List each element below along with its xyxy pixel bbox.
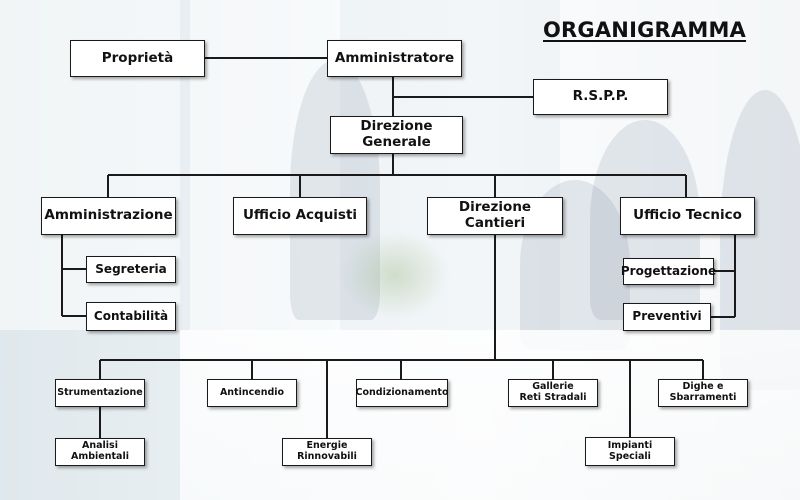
background-window-center xyxy=(190,0,340,330)
node-contabilita: Contabilità xyxy=(86,302,176,331)
node-direzione-cantieri: Direzione Cantieri xyxy=(427,197,563,235)
node-direzione-generale: Direzione Generale xyxy=(330,116,463,154)
node-ufficio-tecnico: Ufficio Tecnico xyxy=(620,197,755,235)
node-antincendio: Antincendio xyxy=(207,379,297,407)
node-segreteria: Segreteria xyxy=(86,256,176,283)
background-table xyxy=(180,330,800,500)
node-proprieta: Proprietà xyxy=(70,40,205,77)
background-presenter xyxy=(290,60,380,320)
node-energie-rinnovabili: Energie Rinnovabili xyxy=(282,438,372,466)
node-preventivi: Preventivi xyxy=(623,303,711,331)
node-analisi-ambientali: Analisi Ambientali xyxy=(55,438,145,466)
node-progettazione: Progettazione xyxy=(621,258,716,285)
node-amministratore: Amministratore xyxy=(327,40,462,77)
node-impianti-speciali: Impianti Speciali xyxy=(585,437,675,466)
node-ufficio-acquisti: Ufficio Acquisti xyxy=(233,197,367,235)
node-rspp: R.S.P.P. xyxy=(533,79,668,115)
background-plant xyxy=(340,230,450,320)
node-strumentazione: Strumentazione xyxy=(55,379,145,407)
node-amministrazione: Amministrazione xyxy=(41,197,176,235)
node-dighe-sbarramenti: Dighe e Sbarramenti xyxy=(658,379,748,407)
node-condizionamento: Condizionamento xyxy=(356,379,449,407)
page-title: ORGANIGRAMMA xyxy=(543,18,747,42)
node-gallerie-reti-stradali: Gallerie Reti Stradali xyxy=(508,379,598,407)
